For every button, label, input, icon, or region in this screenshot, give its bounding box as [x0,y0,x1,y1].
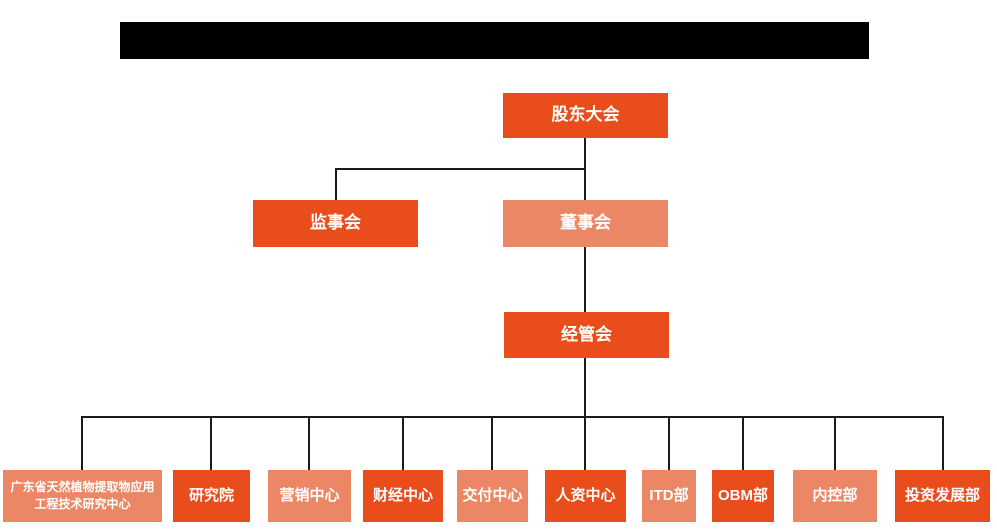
node-label: 财经中心 [372,487,433,505]
connector-line [81,416,83,470]
node-label: 内控部 [812,487,858,505]
node-dept-research-institute: 研究院 [173,470,250,522]
connector-line [584,247,586,312]
connector-line [668,416,670,470]
connector-line [942,416,944,470]
node-dept-investment-development: 投资发展部 [895,470,990,522]
node-label: 广东省天然植物提取物应用工程技术研究中心 [10,479,155,511]
node-label: 交付中心 [462,487,523,505]
node-label: 董事会 [560,213,611,233]
node-label: 营销中心 [279,487,340,505]
node-board-of-directors: 董事会 [503,200,668,247]
node-label: ITD部 [649,487,689,505]
connector-line [402,416,404,470]
connector-line [81,416,944,418]
node-dept-finance-center: 财经中心 [363,470,443,522]
node-label: 人资中心 [555,487,616,505]
node-label: 投资发展部 [904,487,980,505]
node-label: 股东大会 [551,105,620,125]
node-dept-itd: ITD部 [642,470,696,522]
connector-line [491,416,493,470]
node-label: 监事会 [310,213,361,233]
connector-line [335,168,337,200]
node-dept-marketing-center: 营销中心 [268,470,351,522]
node-label: 研究院 [188,487,234,505]
node-label: OBM部 [718,487,768,505]
node-supervisory-board: 监事会 [253,200,418,247]
node-shareholders-meeting: 股东大会 [503,93,668,138]
node-dept-obm: OBM部 [712,470,774,522]
connector-line [834,416,836,470]
node-label: 经管会 [561,324,612,344]
connector-line [742,416,744,470]
redacted-title-bar [120,22,869,59]
node-management-committee: 经管会 [504,312,669,358]
node-dept-hr-center: 人资中心 [545,470,626,522]
node-dept-internal-control: 内控部 [793,470,877,522]
connector-line [210,416,212,470]
connector-line [584,358,586,418]
node-dept-research-center: 广东省天然植物提取物应用工程技术研究中心 [3,470,162,522]
node-dept-delivery-center: 交付中心 [457,470,528,522]
connector-line [335,168,586,170]
connector-line [308,416,310,470]
connector-line [584,416,586,470]
